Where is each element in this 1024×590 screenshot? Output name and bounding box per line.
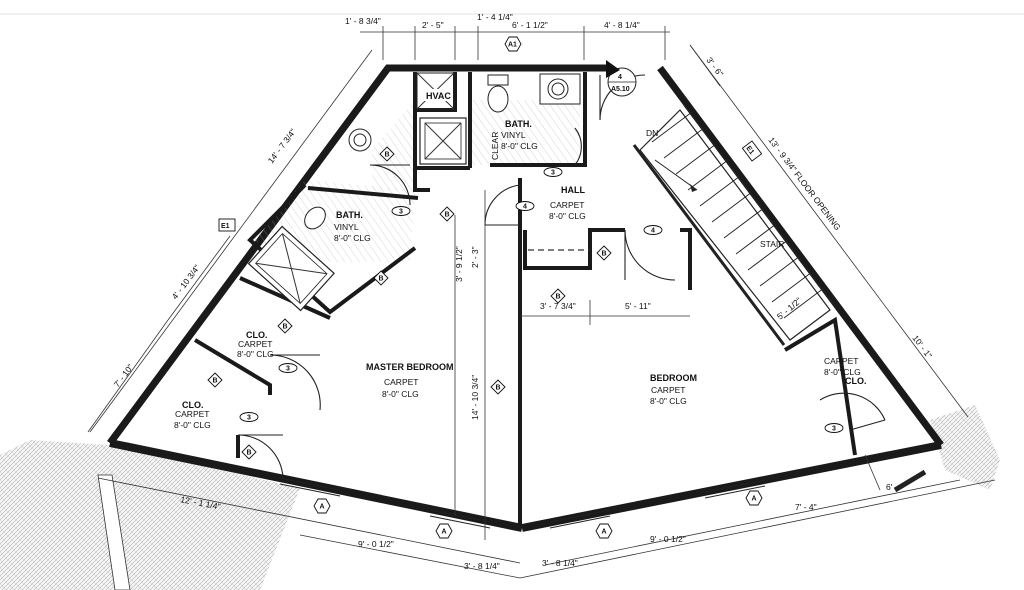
window-type-tags: A A A A	[313, 490, 763, 539]
wall-tag-4: B	[283, 324, 288, 331]
sink-lower	[348, 128, 372, 152]
bath-upper-floor: VINYL	[501, 130, 526, 140]
hall-floor: CARPET	[550, 200, 584, 210]
bath-floor-hatch	[372, 100, 415, 190]
wall-tag-2: B	[445, 212, 450, 219]
dim-int-5: 5' - 11"	[625, 301, 651, 311]
master-bedroom-ceiling: 8'-0" CLG	[382, 389, 419, 399]
dim-top-3: 1' - 4 1/4"	[477, 12, 513, 22]
hall-ceiling: 8'-0" CLG	[549, 211, 586, 221]
bath-lower-ceiling: 8'-0" CLG	[334, 233, 371, 243]
door-tag-7: 3	[832, 426, 836, 433]
dim-bottom-2: 9' - 0 1/2"	[358, 539, 394, 549]
closet-lower-name: CLO.	[182, 400, 204, 410]
bath-upper-ceiling: 8'-0" CLG	[501, 141, 538, 151]
hvac-unit	[416, 72, 455, 110]
door-tag-3: 4	[651, 228, 655, 235]
dim-left-1: 14' - 7 3/4"	[266, 127, 298, 165]
window-tag-2: A	[442, 529, 447, 536]
door-tag-1: 3	[399, 209, 403, 216]
elevation-markers: E1 E1 A1	[218, 36, 763, 232]
elevation-tag-right: E1	[744, 145, 755, 156]
closet-lower-ceiling: 8'-0" CLG	[174, 420, 211, 430]
window-tag-1: A	[320, 504, 325, 511]
stair	[632, 104, 835, 346]
closet-lower-floor: CARPET	[175, 409, 209, 419]
master-bedroom-floor: CARPET	[384, 377, 418, 387]
hvac-label: HVAC	[426, 91, 451, 101]
master-bedroom-name: MASTER BEDROOM	[366, 362, 454, 372]
closet-upper-floor: CARPET	[238, 339, 272, 349]
wall-tag-1: B	[385, 152, 390, 159]
bath-lower-name: BATH.	[336, 210, 363, 220]
dimension-lines	[87, 26, 996, 579]
door-tags: 3 4 4 3 3 3 3	[239, 167, 844, 433]
wall-type-tags: B B B B B B B B B	[207, 146, 612, 460]
floor-opening-label: 13' - 9 3/4" FLOOR OPENING	[766, 135, 842, 232]
bedroom-floor: CARPET	[651, 385, 685, 395]
dim-bottom-6: 7' - 4"	[795, 502, 817, 512]
window-tag-3: A	[602, 529, 607, 536]
bedroom-ceiling: 8'-0" CLG	[650, 396, 687, 406]
wall-tag-3: B	[379, 276, 384, 283]
dim-int-3: 14' - 10 3/4"	[470, 375, 480, 420]
terrain-left	[0, 440, 300, 590]
closet-right-floor: CARPET	[824, 356, 858, 366]
dim-bottom-5: 9' - 0 1/2"	[650, 534, 686, 544]
wall-tag-6: B	[247, 450, 252, 457]
toilet-upper	[487, 85, 509, 113]
door-tag-4: 3	[551, 170, 555, 177]
door-tag-6: 3	[247, 415, 251, 422]
door-tag-2: 4	[523, 204, 527, 211]
wall-tag-8: B	[556, 294, 561, 301]
elevation-tag-left: E1	[221, 223, 230, 230]
wall-tag-5: B	[213, 378, 218, 385]
doors	[237, 74, 886, 479]
shower-lower	[247, 225, 335, 312]
bedroom-name: BEDROOM	[650, 373, 697, 383]
dim-bottom-4: 3' - 8 1/4"	[542, 558, 578, 568]
dim-top-2: 2' - 5"	[422, 20, 444, 30]
toilet-lower	[304, 206, 326, 230]
closet-right-ceiling: 8'-0" CLG	[824, 367, 861, 377]
dim-bottom-3: 3' - 8 1/4"	[464, 561, 500, 571]
closet-upper-name: CLO.	[246, 330, 268, 340]
dim-int-4: 3' - 7 3/4"	[540, 301, 576, 311]
stair-label: STAIR	[760, 239, 784, 249]
closet-upper-ceiling: 8'-0" CLG	[237, 349, 274, 359]
dim-top-5: 4' - 8 1/4"	[604, 20, 640, 30]
hall-name: HALL	[561, 185, 585, 195]
dim-top-4: 6' - 1 1/2"	[512, 20, 548, 30]
west-wall	[107, 65, 391, 446]
detail-callout-sheet: A5.10	[611, 86, 630, 93]
dim-int-2: 2' - 3"	[470, 246, 480, 268]
windows	[279, 469, 927, 529]
window-tag-4: A	[752, 496, 757, 503]
wall-tag-7: B	[496, 385, 501, 392]
bath-upper-hatch	[470, 100, 580, 165]
closet-right-name: CLO.	[845, 376, 867, 386]
east-wall	[657, 65, 944, 448]
wall-tag-9: B	[602, 251, 607, 258]
door-tag-5: 3	[286, 366, 290, 373]
clear-label: CLEAR	[490, 132, 500, 160]
section-tag-a1: A1	[508, 42, 517, 49]
terrain-right	[930, 405, 1000, 490]
bath-upper-name: BATH.	[505, 119, 532, 129]
dim-right-1: 3' - 6"	[704, 55, 725, 78]
detail-callout: 4 A5.10	[606, 60, 637, 97]
interior-walls	[193, 72, 857, 528]
bath-lower-floor: VINYL	[334, 222, 359, 232]
dim-top-1: 1' - 8 3/4"	[345, 16, 381, 26]
sink-upper	[547, 78, 569, 100]
down-label: DN	[646, 128, 658, 138]
dim-right-3: 6'	[886, 482, 893, 492]
deck-post	[97, 474, 131, 590]
dim-int-1: 3' - 9 1/2"	[454, 246, 464, 282]
detail-callout-number: 4	[618, 74, 622, 81]
